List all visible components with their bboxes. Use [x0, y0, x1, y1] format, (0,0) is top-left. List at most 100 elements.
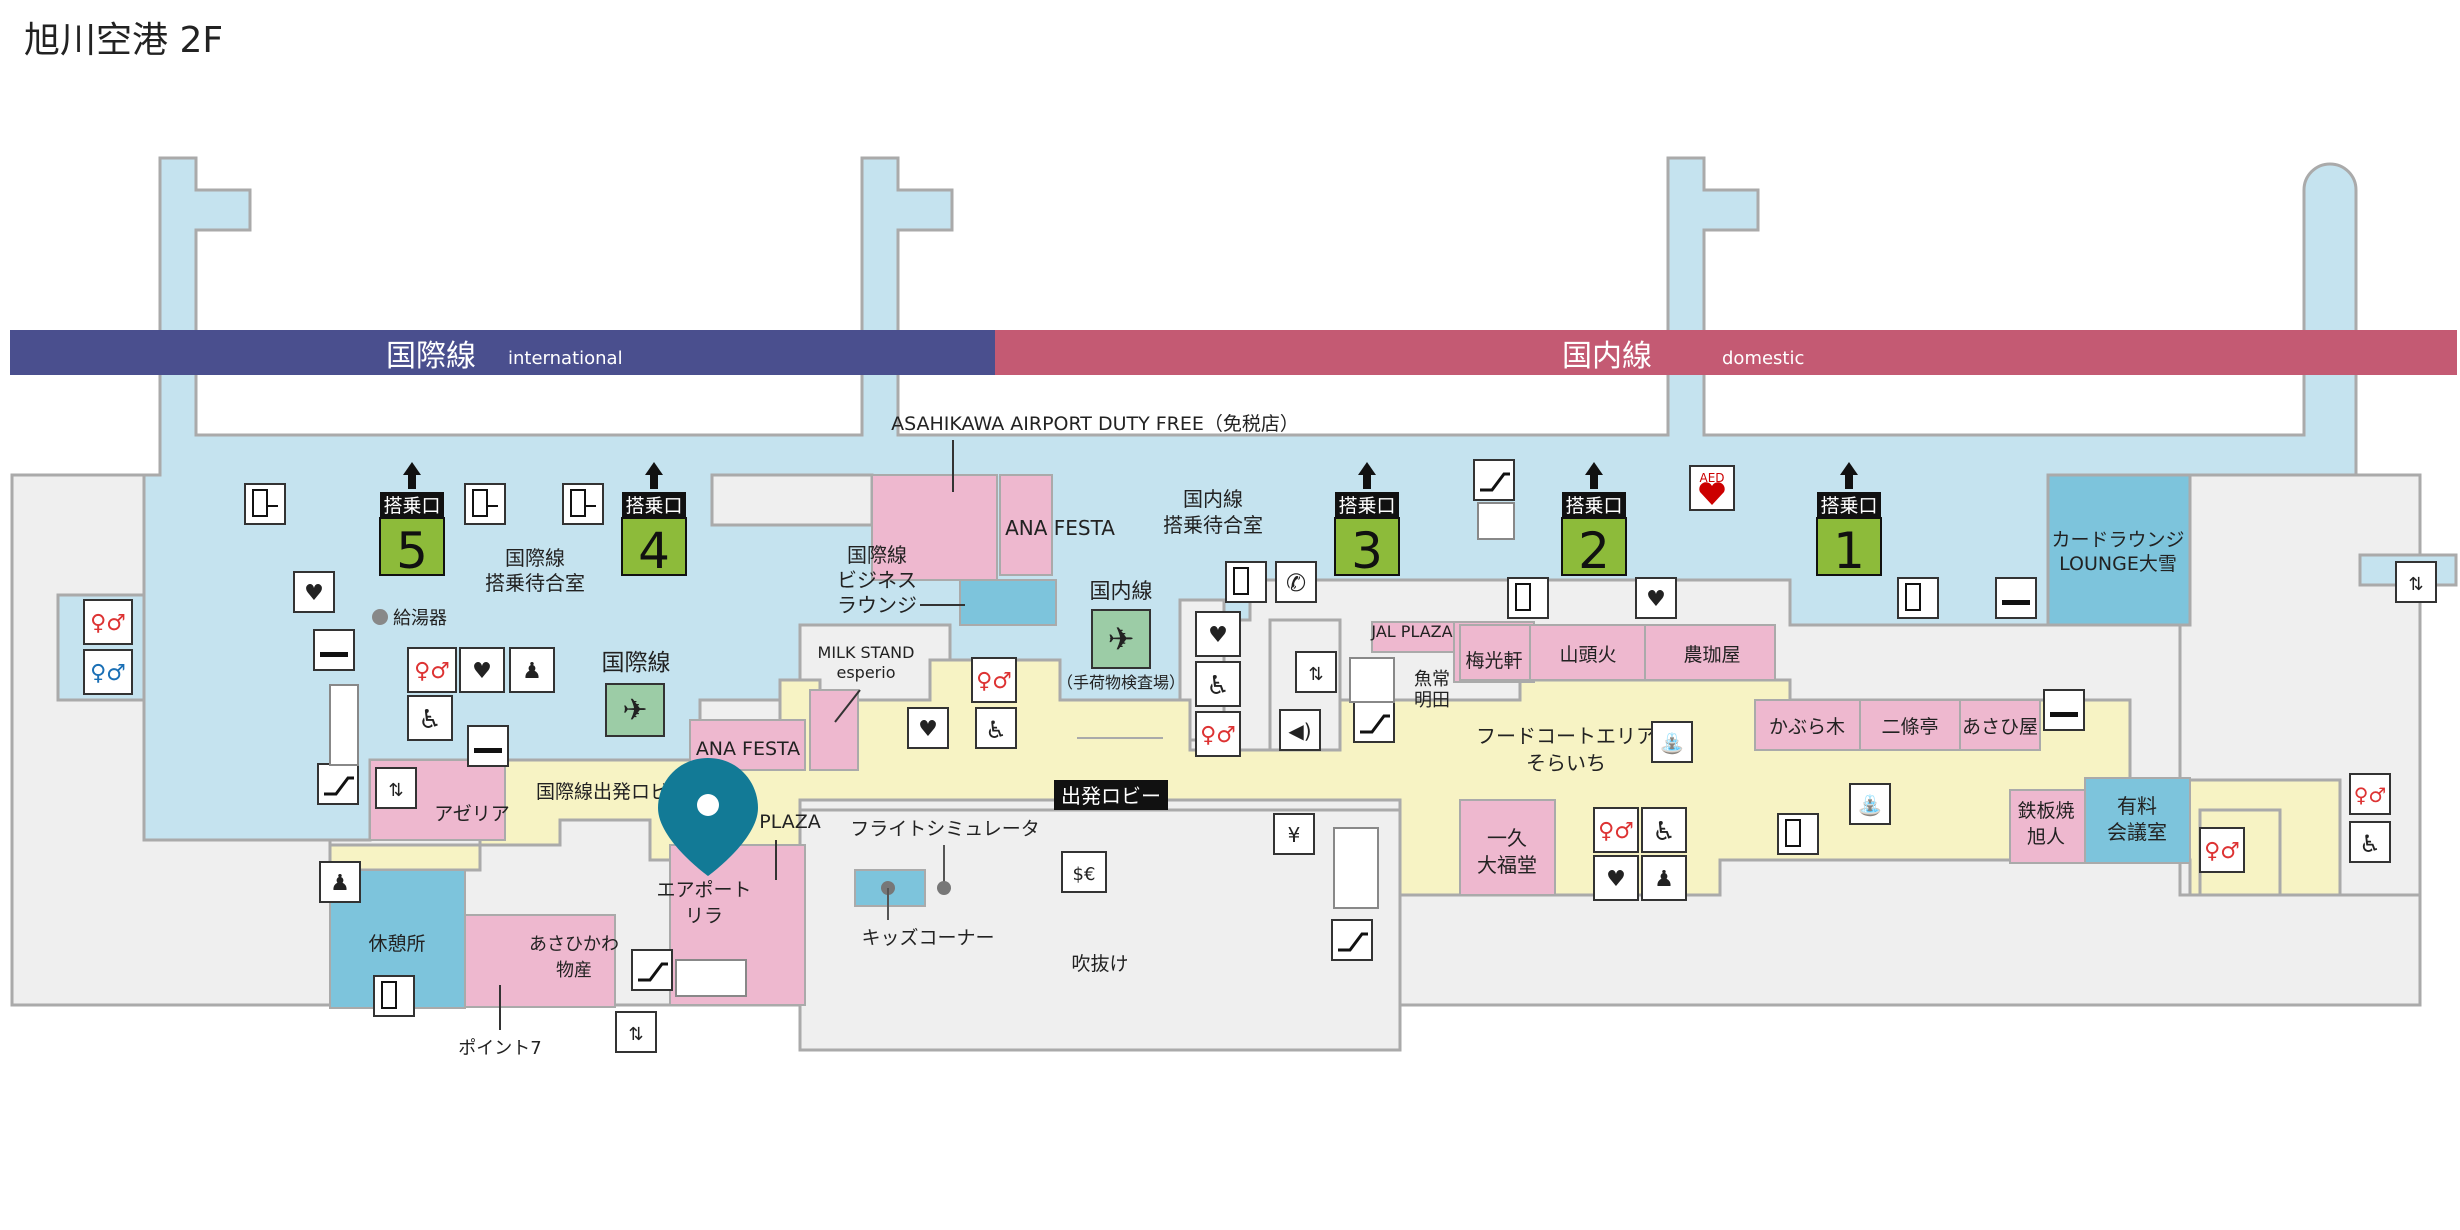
restroom-icon: ♀♂ — [407, 647, 457, 693]
gate-5-label: 搭乗口 — [383, 495, 440, 517]
gate-4[interactable]: 搭乗口 4 — [621, 462, 687, 580]
smoking-room-icon — [467, 725, 509, 767]
atm-icon: ¥ — [1273, 813, 1315, 855]
svg-text:♥: ♥ — [918, 717, 938, 742]
svg-text:⛲: ⛲ — [1858, 793, 1883, 817]
gate-2-label: 搭乗口 — [1565, 495, 1622, 517]
intl-departure-lobby-label: 国際線出発ロビー — [536, 781, 688, 803]
charging-icon — [464, 483, 506, 525]
restroom-icon: ♀♂ — [1593, 807, 1639, 853]
charging-icon — [1225, 561, 1267, 603]
intl-label: 国際線 — [602, 650, 671, 676]
wheelchair-icon: ♿ — [1195, 661, 1241, 707]
svg-text:♀♂: ♀♂ — [2204, 839, 2240, 864]
svg-text:✈: ✈ — [622, 693, 647, 728]
milk-stand-label-2: esperio — [837, 663, 896, 682]
svg-text:♀♂: ♀♂ — [2354, 783, 2387, 807]
international-label-jp: 国際線 — [386, 339, 476, 374]
gate-1[interactable]: 搭乗口 1 — [1816, 462, 1882, 580]
elevator-icon: ⇅ — [615, 1011, 657, 1053]
baby-care-icon: ♥ — [1195, 611, 1241, 657]
svg-text:♥: ♥ — [1208, 623, 1228, 648]
svg-text:♿: ♿ — [985, 716, 1007, 744]
teppan-label-1: 鉄板焼 — [2017, 800, 2074, 822]
card-lounge-label-1: カードラウンジ — [2051, 529, 2184, 551]
svg-text:✆: ✆ — [1286, 569, 1306, 597]
domestic-label-en: domestic — [1722, 348, 1804, 369]
svg-text:♥: ♥ — [472, 659, 492, 684]
currency-exchange-icon: $€ — [1061, 851, 1107, 893]
gate-2[interactable]: 搭乗口 2 — [1561, 462, 1627, 580]
smoking-room-icon — [1995, 577, 2037, 619]
drinking-fountain-icon: ⛲ — [1651, 721, 1693, 763]
baby-care-icon: ♥ — [293, 571, 335, 613]
asahikawa-bussan-label-1: あさひかわ — [529, 934, 619, 955]
arrow-up-icon — [403, 462, 421, 475]
food-court-label-2: そらいち — [1526, 751, 1606, 775]
charging-icon — [1897, 577, 1939, 619]
noukouya-label: 農珈屋 — [1683, 644, 1740, 666]
gate-5[interactable]: 搭乗口 5 — [379, 462, 445, 580]
ana-festa-top-label: ANA FESTA — [1005, 516, 1115, 540]
gate-4-label: 搭乗口 — [625, 495, 682, 517]
domestic-label-jp: 国内線 — [1562, 339, 1652, 374]
meeting-room-label-1: 有料 — [2117, 794, 2157, 818]
departure-lobby-label: 出発ロビー — [1061, 784, 1161, 808]
airport-lila-label-1: エアポート — [656, 879, 751, 901]
international-band — [10, 330, 995, 375]
svg-text:♟: ♟ — [1654, 867, 1674, 892]
intl-lounge-label-3: ラウンジ — [837, 593, 917, 617]
arrow-up-icon — [1358, 462, 1376, 475]
meeting-room-box — [2084, 777, 2191, 864]
plaza-label: PLAZA — [759, 811, 821, 833]
charging-icon — [1777, 813, 1819, 855]
card-lounge-label-2: LOUNGE大雪 — [2059, 553, 2177, 575]
dom-waiting-label-1: 国内線 — [1183, 487, 1243, 511]
aed-icon: AED — [1689, 465, 1735, 511]
phone-icon: ✆ — [1275, 561, 1317, 603]
gate-2-number: 2 — [1578, 522, 1610, 580]
gate-5-number: 5 — [396, 522, 428, 580]
prayer-room-icon: ♟ — [509, 647, 555, 693]
charging-icon — [562, 483, 604, 525]
wheelchair-icon: ♿ — [407, 695, 453, 741]
arrow-up-icon — [1585, 462, 1603, 475]
restroom-icon: ♀♂ — [971, 657, 1017, 703]
restroom-icon: ♀♂ — [1195, 711, 1241, 757]
restroom-icon: ♀♂ — [2349, 773, 2391, 815]
ikkyu-label-2: 大福堂 — [1477, 853, 1537, 877]
international-label-en: international — [508, 348, 623, 369]
escalator-icon — [317, 763, 359, 805]
dom-waiting-label-2: 搭乗待合室 — [1163, 513, 1263, 537]
kids-corner-label: キッズコーナー — [861, 927, 994, 949]
location-pin-icon[interactable] — [658, 758, 758, 876]
milk-stand-label-1: MILK STAND — [818, 643, 915, 662]
svg-text:♟: ♟ — [330, 871, 350, 896]
ikkyu-label-1: 一久 — [1487, 826, 1527, 850]
svg-text:♥: ♥ — [1646, 587, 1666, 612]
prayer-room-icon: ♟ — [319, 861, 361, 903]
svg-text:$€: $€ — [1073, 864, 1096, 885]
wheelchair-icon: ♿ — [2349, 821, 2391, 863]
ana-festa-low-label: ANA FESTA — [696, 738, 800, 760]
rest-area-label: 休憩所 — [368, 933, 425, 955]
svg-text:♀♂: ♀♂ — [1598, 819, 1634, 844]
point7-label: ポイント7 — [458, 1038, 541, 1059]
nijoutei-label: 二條亭 — [1881, 716, 1938, 738]
santouka-label: 山頭火 — [1559, 644, 1616, 666]
elevator-icon: ⇅ — [1295, 651, 1337, 693]
departure-lobby-box — [1054, 780, 1168, 810]
svg-text:♀♂: ♀♂ — [90, 611, 126, 636]
hot-water-label: 給湯器 — [393, 608, 447, 629]
svg-text:⇅: ⇅ — [2408, 574, 2423, 595]
stairs — [329, 502, 1515, 997]
wheelchair-icon: ♿ — [975, 707, 1017, 749]
teppan-label-2: 旭人 — [2027, 826, 2065, 848]
gate-3[interactable]: 搭乗口 3 — [1334, 462, 1400, 580]
svg-text:⇅: ⇅ — [628, 1024, 643, 1045]
svg-text:♿: ♿ — [1206, 671, 1229, 701]
svg-text:♿: ♿ — [2359, 830, 2381, 858]
restroom-icon: ♀♂ ♀♂ — [83, 599, 133, 695]
svg-text:¥: ¥ — [1288, 823, 1301, 847]
baikouken-label: 梅光軒 — [1465, 650, 1522, 672]
